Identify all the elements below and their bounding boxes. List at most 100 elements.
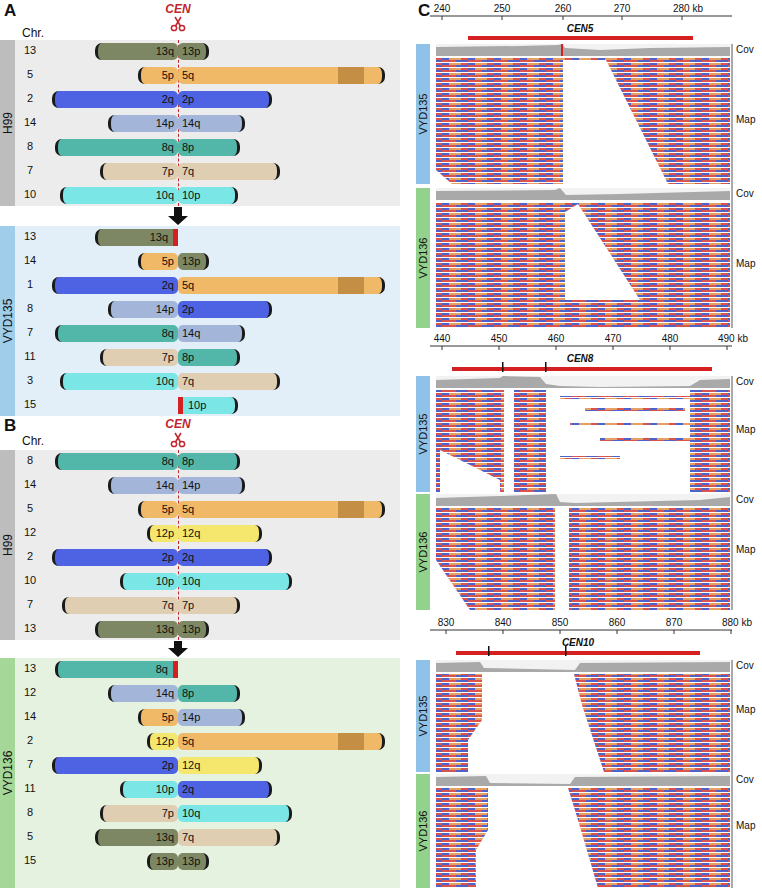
red-cap [173,229,178,246]
illustration-part [436,390,730,492]
chromosome-arm: 14p [178,709,245,726]
illustration-part [600,438,690,441]
illustration-part [617,630,618,634]
track-label: Cov [736,660,754,672]
chromosome-arm: 14q [178,325,245,342]
illustration-part [175,433,181,442]
arm-label: 13p [182,856,200,867]
strain-panel: VYD13513q5p13p2q5q14p2p8q14q7p8p10q7q10p [0,226,400,416]
chromosome-number: 12 [24,686,36,699]
axis-label: 840 [495,617,512,629]
red-cap [178,397,183,414]
illustration-part [436,58,730,184]
chromosome-arm: 7q [178,373,280,390]
axis-label: 280 kb [673,3,703,15]
illustration-part [436,44,730,56]
chromosome-arm: 10p [178,187,238,204]
chromosome-number: 7 [27,598,33,611]
chromosome-arm: 12q [178,757,262,774]
chromosome-number: 11 [24,782,35,795]
illustration-part [613,346,614,350]
chromosome-number: 10 [24,188,36,201]
strain-label: VYD136 [418,532,429,573]
illustration-part [442,16,443,20]
axis-label: 260 [555,3,572,15]
chromosome-number: 5 [27,830,33,843]
arm-label: 14p [156,304,174,315]
chromosome-arm: 10p [120,573,178,590]
chromosome-arm: 5q [178,67,385,84]
illustration-part [682,16,683,20]
strain-label: H99 [2,534,14,556]
illustration-part [436,674,730,772]
arm-label: 13q [156,832,174,843]
illustration-part [436,170,452,184]
chromosome-number: 3 [27,374,33,387]
chromosome-arm: 12p [147,525,178,542]
cen-label: CEN8 [567,353,594,365]
illustration-part [555,508,569,610]
illustration-part [674,630,675,634]
illustration-part [670,346,671,350]
arm-label: 14p [156,118,174,129]
illustration-part [456,651,700,655]
arm-label: 14q [156,480,174,491]
strain-label: VYD136 [418,238,429,279]
illustration-part [436,44,730,56]
illustration-part [468,36,693,40]
track-label: Cov [736,774,754,786]
chromosome-band [338,277,364,294]
arm-label: 14p [182,712,200,723]
illustration-part [436,660,730,672]
chromosome-arm: 13p [147,853,178,870]
chromosome-arm: 7q [62,597,178,614]
chromosome-number: 8 [27,806,33,819]
illustration-part [436,202,730,328]
axis-label: 450 [491,333,508,345]
chromosome-number: 7 [27,164,33,177]
panel-letter: C [418,1,430,20]
track-label: Map [736,544,755,556]
track-label: Map [736,114,755,126]
illustration-part [476,788,598,888]
illustration-part [622,16,623,20]
chromosome-arm: 5p [138,67,178,84]
strain-label: H99 [2,112,14,134]
strain-bar: VYD136 [416,494,430,610]
arm-label: 2q [182,784,194,795]
arm-label: 5q [182,504,194,515]
scissors-icon [171,433,184,447]
illustration-part [430,630,732,631]
illustration-part [436,494,730,506]
arm-label: 8p [182,142,194,153]
illustration-part [436,774,730,786]
chromosome-arm: 13q [95,229,178,246]
chromosome-arm: 5q [178,733,385,750]
illustration-part [561,44,563,56]
arm-label: 5q [182,736,194,747]
illustration-part [436,494,730,506]
chromosome-arm: 8p [178,453,240,470]
chromosome-arm: 10q [60,187,178,204]
arm-label: 5p [162,256,174,267]
axis-label: 870 [666,617,683,629]
track-label: Map [736,424,755,436]
illustration-part [732,660,733,888]
arm-label: 7p [162,352,174,363]
strain-label: VYD135 [418,696,429,737]
chromosome-arm: 10p [178,397,238,414]
arm-label: 14p [182,480,200,491]
illustration-part [502,16,503,20]
arm-label: 13p [182,256,200,267]
illustration-part [446,630,447,634]
arm-label: 10q [156,376,174,387]
axis-label: 270 [614,3,631,15]
arm-label: 10q [182,576,200,587]
cen-label: CEN [165,417,190,431]
axis-label: 460 [548,333,565,345]
illustration-part [560,396,690,399]
illustration-part [430,16,732,17]
chromosome-arm: 14q [108,477,178,494]
illustration-part [499,346,500,350]
chromosome-arm: 2p [52,549,178,566]
